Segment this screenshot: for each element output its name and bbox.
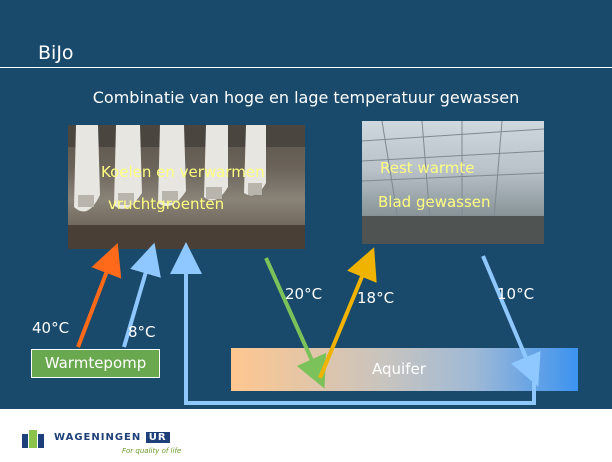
greenhouse-interior-image (362, 121, 544, 244)
arrow-heatpump-hot-to-greenhouse (76, 243, 122, 348)
photo-caption-cooling: Koelen en verwarmen (101, 163, 265, 181)
title-divider (0, 67, 612, 68)
footer-brand-name: WAGENINGEN (54, 432, 142, 443)
arrow-aquifer-return-loop (170, 242, 536, 405)
footer-brand-ur: UR (145, 432, 170, 443)
temp-label-8: 8°C (128, 323, 156, 341)
temp-label-40: 40°C (32, 319, 70, 337)
footer-tagline: For quality of life (122, 447, 182, 455)
greenhouse-photo-vegetables: Koelen en verwarmen vruchtgroenten (68, 125, 305, 249)
temp-label-20: 20°C (285, 285, 323, 303)
arrow-greenhouse-to-aquifer (264, 257, 327, 389)
temp-label-18: 18°C (357, 289, 395, 307)
slide-title: BiJo (38, 42, 74, 64)
photo-caption-rest-heat: Rest warmte (380, 159, 475, 177)
arrow-aquifer-to-leaf-greenhouse (318, 247, 377, 379)
wageningen-logo-icon (22, 430, 44, 448)
aquifer-label: Aquifer (372, 360, 426, 378)
arrow-leaf-greenhouse-to-aquifer (481, 255, 541, 387)
temp-label-10: 10°C (497, 285, 535, 303)
slide-subtitle: Combinatie van hoge en lage temperatuur … (92, 88, 520, 107)
photo-caption-leaf-crops: Blad gewassen (378, 193, 491, 211)
arrow-heatpump-cold-to-greenhouse (122, 242, 161, 348)
greenhouse-cooling-units-image (68, 125, 305, 249)
photo-caption-vegetables: vruchtgroenten (108, 195, 225, 213)
footer-brand: WAGENINGEN UR (54, 432, 170, 443)
greenhouse-photo-leaf-crops: Rest warmte Blad gewassen (362, 121, 544, 244)
heatpump-box: Warmtepomp (31, 349, 160, 378)
